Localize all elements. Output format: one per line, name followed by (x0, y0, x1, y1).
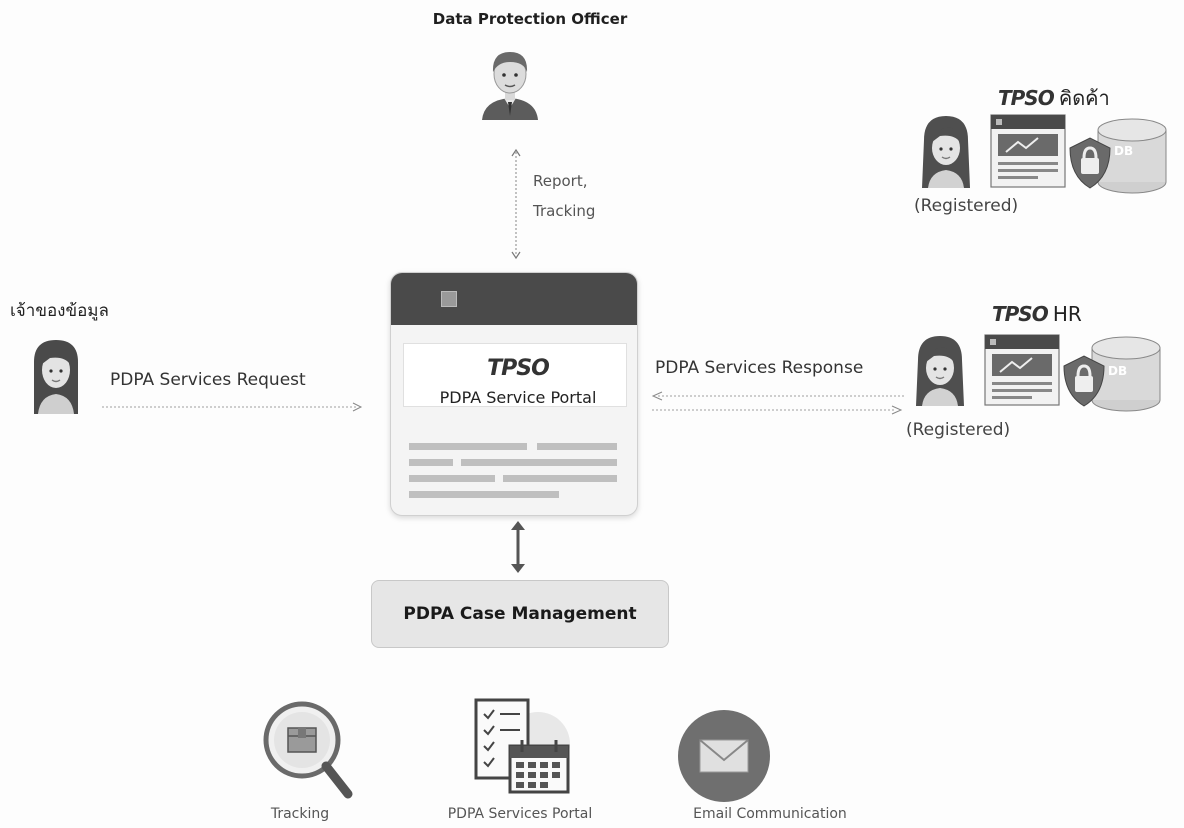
portal-brand-logo: TPSO (487, 356, 550, 381)
portal-text-line (503, 475, 617, 482)
report-tracking-label: Report, Tracking (533, 166, 595, 226)
data-owner-person-icon (34, 340, 78, 414)
system-trade-brand: TPSO (998, 86, 1055, 110)
portal-text-line (461, 459, 617, 466)
system-trade-db-icon (1069, 118, 1167, 194)
report-arrow (511, 148, 521, 260)
system-hr-brand: TPSO (992, 302, 1049, 326)
system-trade-person-icon (922, 116, 970, 188)
system-trade-app-icon (990, 114, 1066, 188)
portal-name: PDPA Service Portal (439, 388, 597, 407)
portal-text-line (409, 491, 559, 498)
email-icon (678, 710, 770, 802)
system-trade-header: TPSO คิดค้า (998, 82, 1110, 114)
system-hr-app-icon (984, 334, 1060, 406)
response-arrows (651, 391, 904, 415)
portal-text-line (409, 459, 453, 466)
tracking-magnifier-icon (263, 701, 353, 799)
request-arrow (102, 402, 363, 412)
system-hr-name: HR (1052, 302, 1082, 326)
portal-window-icon (441, 291, 457, 307)
portal-text-line (409, 475, 495, 482)
checklist-calendar-icon (474, 698, 570, 794)
case-management-box: PDPA Case Management (371, 580, 669, 648)
portal-content-panel (403, 343, 627, 407)
system-hr-db-icon (1063, 336, 1161, 412)
system-trade-db-label: DB (1114, 144, 1134, 158)
case-arrow (511, 521, 525, 573)
portal-text-line (537, 443, 617, 450)
system-hr-header: TPSO HR (992, 302, 1082, 326)
dpo-person-icon (482, 52, 538, 120)
system-trade-status: (Registered) (914, 196, 1019, 216)
system-hr-status: (Registered) (906, 420, 1011, 440)
system-hr-person-icon (916, 336, 964, 406)
bottom-label-email: Email Communication (693, 806, 847, 822)
response-label: PDPA Services Response (655, 358, 864, 378)
bottom-label-tracking: Tracking (270, 806, 330, 822)
report-label-line2: Tracking (533, 202, 596, 220)
dpo-title: Data Protection Officer (432, 10, 628, 28)
portal-titlebar (391, 273, 637, 325)
system-hr-db-label: DB (1108, 364, 1128, 378)
report-label-line1: Report, (533, 172, 588, 190)
system-trade-name: คิดค้า (1058, 86, 1110, 110)
portal-window (390, 272, 638, 516)
portal-text-line (409, 443, 527, 450)
bottom-label-portal: PDPA Services Portal (447, 806, 593, 822)
data-owner-title: เจ้าของข้อมูล (10, 301, 109, 321)
request-label: PDPA Services Request (110, 370, 306, 390)
